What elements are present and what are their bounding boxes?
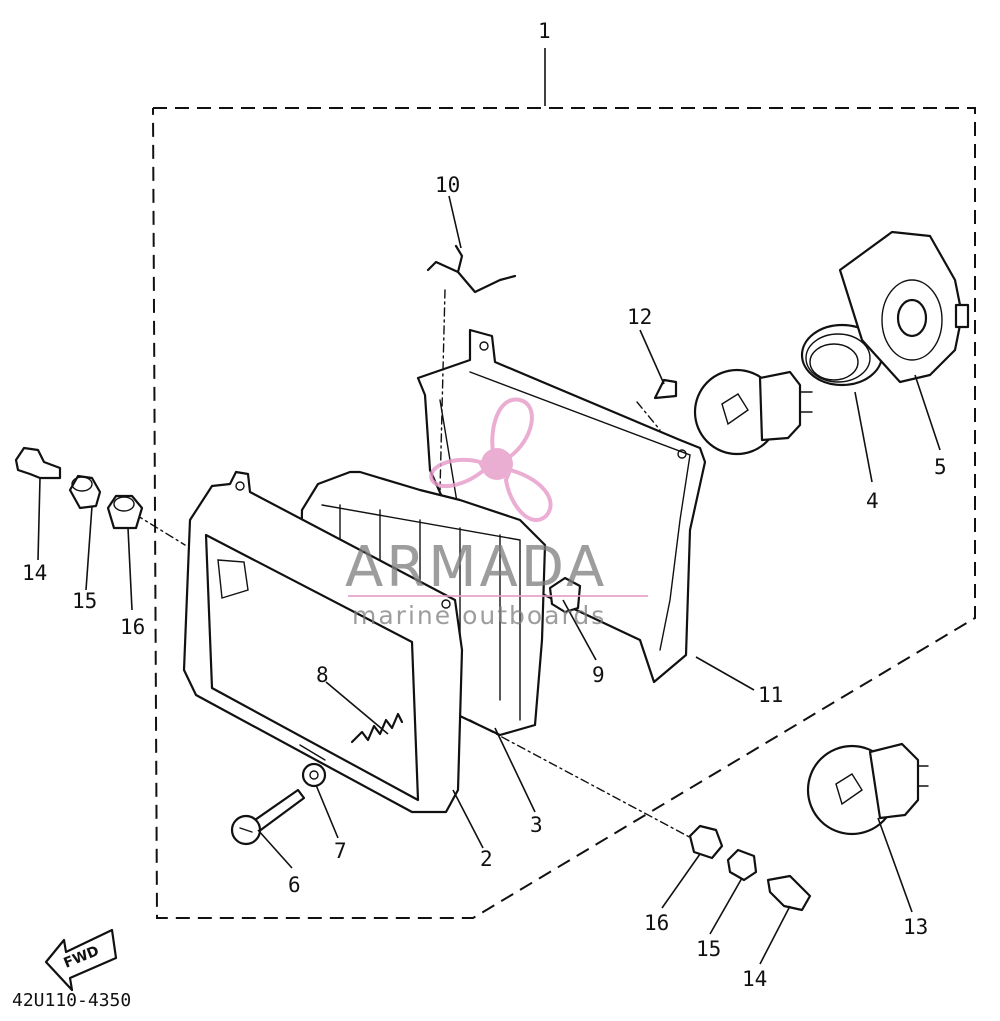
callout-9: 9 (592, 663, 605, 687)
callout-13: 13 (903, 915, 928, 939)
callout-4: 4 (866, 489, 879, 513)
drawing-code: 42U110-4350 (12, 990, 131, 1011)
left-fasteners (14, 446, 144, 530)
callout-16-left: 16 (120, 615, 145, 639)
watermark-tagline: marine outboards (352, 601, 606, 630)
fwd-arrow-icon: FWD (44, 928, 118, 992)
armada-watermark: ARMADA marine outboards (345, 397, 648, 630)
callout-10: 10 (435, 173, 460, 197)
part-13-bulb (806, 742, 929, 836)
propeller-logo-icon (429, 397, 553, 522)
part-5-socket-cover (838, 230, 970, 384)
callout-assembly: 1 (538, 19, 551, 43)
leader-lines (37, 195, 941, 965)
part-callouts: 1 2 3 4 5 6 7 8 9 10 11 12 13 14 15 16 1… (22, 19, 947, 991)
callout-12: 12 (627, 305, 652, 329)
callout-8: 8 (316, 663, 329, 687)
part-10-spring-clip (426, 244, 517, 294)
callout-7: 7 (334, 839, 347, 863)
callout-14-right: 14 (742, 967, 767, 991)
callout-6: 6 (288, 873, 301, 897)
callout-5: 5 (934, 455, 947, 479)
callout-15-right: 15 (696, 937, 721, 961)
right-fasteners (688, 824, 812, 912)
callout-16-right: 16 (644, 911, 669, 935)
part-7-washer (301, 762, 327, 788)
part-8-spring (350, 712, 404, 744)
assembly-boundary (152, 48, 976, 919)
watermark-brand: ARMADA (345, 535, 607, 600)
callout-11: 11 (758, 683, 783, 707)
headlight-bulb (693, 368, 813, 456)
callout-15-left: 15 (72, 589, 97, 613)
part-12-pin (653, 378, 678, 400)
part-6-screw (230, 788, 306, 846)
callout-2: 2 (480, 847, 493, 871)
callout-3: 3 (530, 813, 543, 837)
callout-14-left: 14 (22, 561, 47, 585)
